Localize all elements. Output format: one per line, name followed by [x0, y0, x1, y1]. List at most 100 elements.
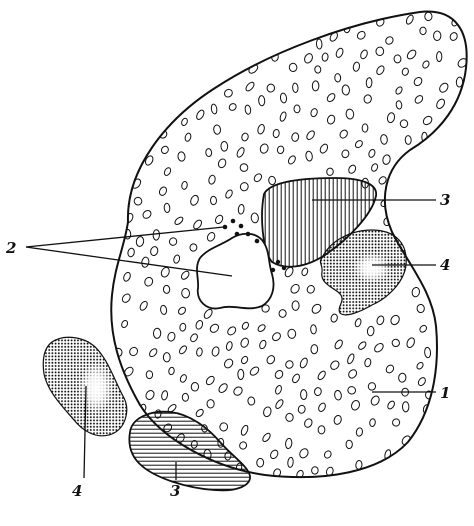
cell-oval: [435, 98, 446, 110]
cell-oval: [314, 66, 321, 74]
cell-oval: [160, 145, 170, 155]
cell-oval: [334, 390, 342, 401]
cell-oval: [312, 81, 319, 91]
cell-oval: [280, 93, 287, 104]
cell-oval: [287, 457, 293, 468]
cell-oval: [356, 30, 367, 41]
cell-oval: [223, 88, 234, 99]
cell-oval: [437, 52, 442, 62]
cell-oval: [353, 62, 361, 72]
cell-oval: [369, 418, 376, 427]
cell-oval: [291, 132, 299, 142]
cell-oval: [411, 287, 420, 298]
label-3-upper: 3: [440, 191, 450, 209]
cell-oval: [362, 124, 368, 132]
cell-oval: [211, 104, 218, 115]
cell-oval: [310, 325, 316, 335]
cell-oval: [366, 78, 372, 88]
cell-oval: [274, 398, 284, 409]
cell-oval: [350, 399, 361, 411]
cell-oval: [134, 197, 142, 205]
cell-oval: [394, 55, 401, 63]
cell-oval: [239, 163, 249, 173]
cell-oval: [279, 111, 287, 122]
cell-oval: [217, 382, 229, 394]
cell-oval: [338, 129, 348, 140]
cell-oval: [163, 167, 172, 177]
cell-oval: [278, 309, 286, 318]
cell-oval: [289, 283, 301, 295]
cell-oval: [385, 364, 395, 375]
cell-oval: [299, 357, 309, 369]
cell-oval: [287, 155, 297, 166]
cell-oval: [163, 353, 170, 362]
cell-oval: [341, 149, 350, 158]
cell-oval: [326, 114, 336, 125]
cell-oval: [210, 196, 216, 205]
cell-oval: [395, 86, 404, 95]
cell-oval: [342, 85, 350, 96]
cell-oval: [178, 345, 188, 355]
cell-oval: [192, 219, 203, 231]
cell-oval: [226, 341, 233, 351]
cell-oval: [367, 326, 375, 336]
cell-oval: [244, 81, 255, 92]
cell-oval: [406, 48, 418, 60]
cell-oval: [195, 320, 204, 330]
cell-oval: [419, 324, 428, 333]
cell-oval: [196, 347, 203, 356]
cell-oval: [161, 390, 169, 400]
cell-oval: [370, 163, 378, 173]
cell-oval: [277, 146, 285, 155]
cell-oval: [167, 331, 176, 341]
cell-oval: [248, 397, 256, 406]
cell-oval: [421, 60, 430, 69]
cell-oval: [420, 27, 426, 35]
cell-oval: [405, 337, 415, 349]
cell-oval: [226, 325, 237, 336]
cell-oval: [173, 254, 181, 264]
cell-oval: [356, 427, 363, 436]
cell-oval: [346, 353, 355, 365]
cell-oval: [389, 314, 401, 326]
cell-oval: [238, 441, 247, 451]
cell-oval: [424, 347, 431, 358]
cell-oval: [266, 83, 275, 92]
cell-oval: [387, 112, 396, 123]
cell-oval: [184, 132, 192, 142]
cell-oval: [291, 373, 301, 384]
cell-oval: [301, 267, 309, 276]
cell-oval: [288, 329, 296, 338]
cell-oval: [417, 376, 427, 386]
cell-oval: [121, 293, 132, 304]
label-1: 1: [440, 384, 450, 402]
cell-oval: [316, 39, 322, 49]
cell-oval: [396, 100, 403, 109]
cell-oval: [195, 109, 205, 121]
cell-oval: [221, 141, 228, 151]
cell-oval: [274, 385, 282, 395]
cell-oval: [357, 340, 367, 350]
cell-oval: [347, 386, 356, 395]
cell-oval: [180, 270, 191, 281]
cell-oval: [136, 236, 145, 247]
cell-oval: [333, 415, 342, 426]
cell-oval: [382, 154, 391, 165]
cell-oval: [292, 301, 299, 311]
cell-oval: [298, 447, 310, 459]
cell-oval: [303, 52, 314, 64]
cell-oval: [245, 105, 252, 115]
cell-oval: [168, 367, 175, 375]
cell-oval: [347, 164, 357, 174]
cell-oval: [330, 313, 338, 322]
cell-oval: [300, 390, 307, 400]
cell-oval: [208, 175, 216, 185]
cell-oval: [386, 400, 395, 410]
cell-oval: [405, 14, 415, 25]
cell-oval: [329, 359, 341, 371]
cell-oval: [177, 151, 185, 161]
cell-oval: [128, 346, 139, 357]
cell-oval: [284, 359, 294, 369]
cell-oval: [384, 35, 394, 45]
cell-oval: [181, 288, 190, 298]
